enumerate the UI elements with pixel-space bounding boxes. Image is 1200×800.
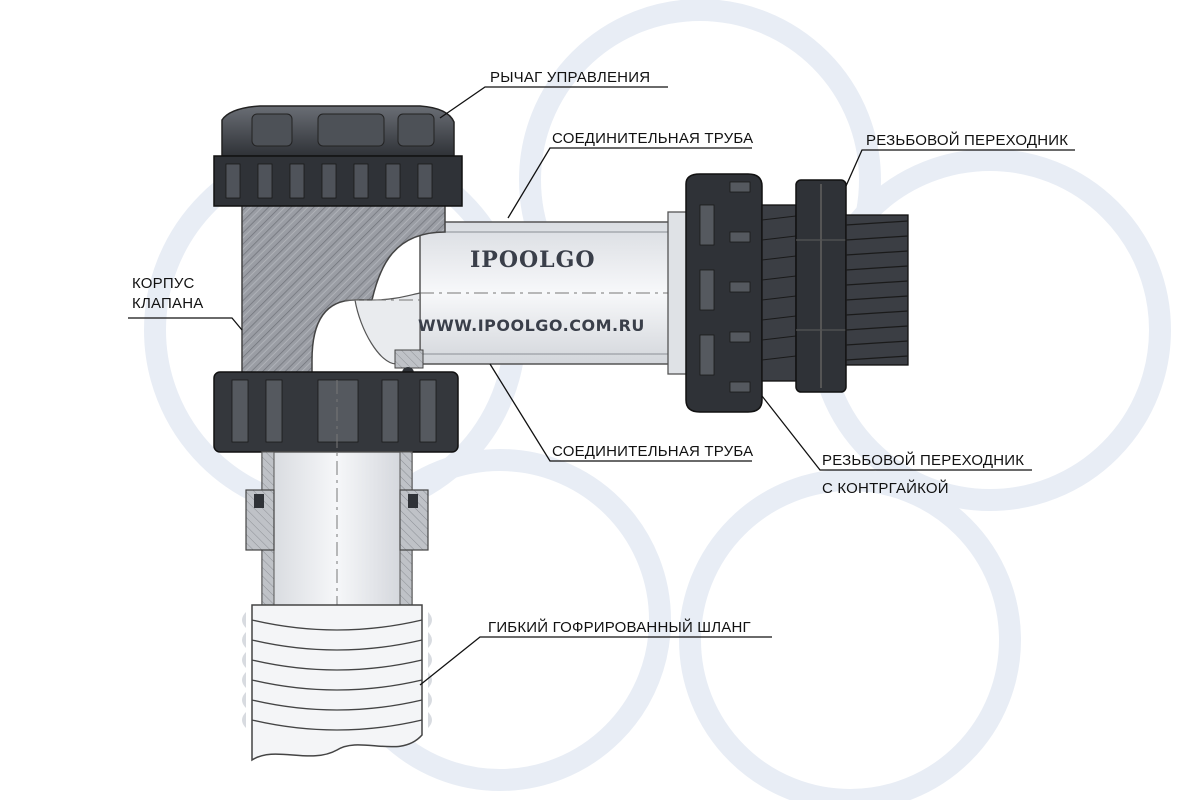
lower-nut (213, 371, 459, 453)
label-threaded-adapter: РЕЗЬБОВОЙ ПЕРЕХОДНИК (866, 131, 1068, 149)
vertical-pipe (245, 380, 429, 623)
label-threaded-adapter-locknut-line2: С КОНТРГАЙКОЙ (822, 479, 949, 497)
connecting-pipe (419, 211, 691, 375)
label-control-lever: РЫЧАГ УПРАВЛЕНИЯ (490, 69, 650, 86)
label-flexible-hose: ГИБКИЙ ГОФРИРОВАННЫЙ ШЛАНГ (488, 618, 751, 636)
url-watermark: WWW.IPOOLGO.COM.RU (418, 316, 645, 335)
brand-watermark: IPOOLGO (470, 247, 596, 273)
control-lever-cap (213, 105, 463, 207)
locknut (685, 173, 763, 413)
threaded-adapter (761, 179, 909, 393)
label-valve-body-line2: КЛАПАНА (132, 295, 203, 312)
label-connecting-pipe-bottom: СОЕДИНИТЕЛЬНАЯ ТРУБА (552, 443, 753, 460)
leader-lines (128, 86, 1075, 686)
label-valve-body-line1: КОРПУС (132, 275, 195, 292)
corrugated-hose (242, 604, 432, 762)
valve-body (241, 189, 446, 379)
label-connecting-pipe-top: СОЕДИНИТЕЛЬНАЯ ТРУБА (552, 130, 753, 147)
label-threaded-adapter-locknut-line1: РЕЗЬБОВОЙ ПЕРЕХОДНИК (822, 451, 1024, 469)
